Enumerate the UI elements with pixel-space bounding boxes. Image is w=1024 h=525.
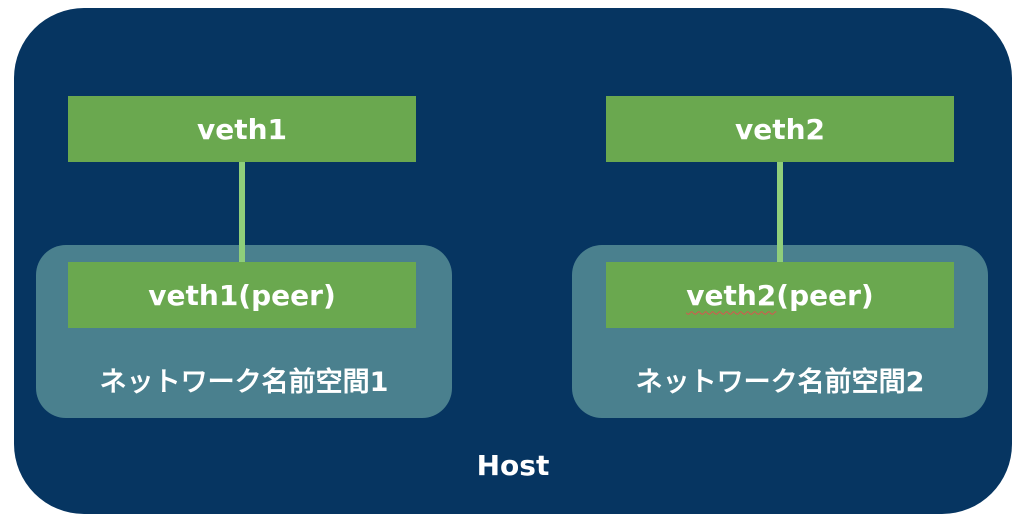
veth1-label: veth1 [196, 112, 288, 146]
veth1-peer-label: veth1(peer) [148, 278, 336, 312]
namespace-1-label: ネットワーク名前空間1 [99, 367, 389, 398]
host-container: veth1 veth2 veth1(peer) veth2(peer) ネットワ… [14, 8, 1012, 514]
veth2-peer-interface: veth2(peer) [606, 262, 954, 328]
veth2-peer-label: veth2(peer) [686, 279, 873, 312]
veth2-label: veth2 [734, 112, 826, 146]
veth2-peer-name: veth2 [686, 278, 777, 312]
host-label: Host [476, 449, 550, 482]
veth2-link [777, 162, 783, 262]
veth1-interface: veth1 [68, 96, 416, 162]
veth2-peer-suffix: (peer) [776, 278, 874, 312]
veth1-peer-interface: veth1(peer) [68, 262, 416, 328]
veth2-interface: veth2 [606, 96, 954, 162]
veth1-link [239, 162, 245, 262]
namespace-2-label: ネットワーク名前空間2 [635, 367, 925, 398]
